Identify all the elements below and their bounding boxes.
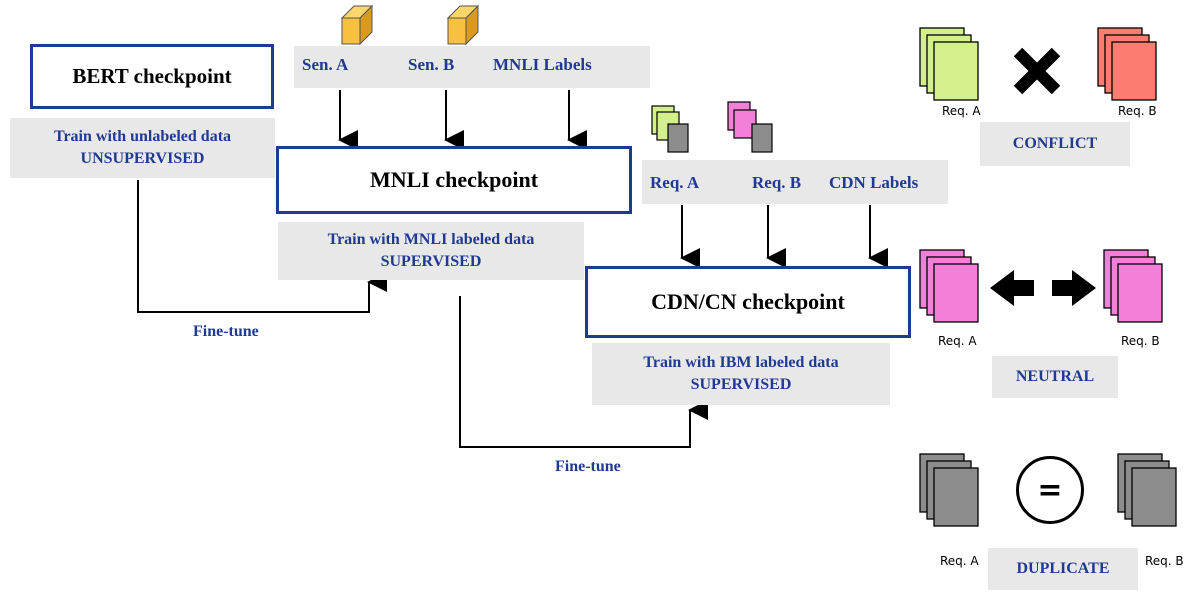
finetune-label-1: Fine-tune <box>193 323 259 340</box>
document-stack-icon <box>919 453 979 527</box>
neutral-req-a-icon <box>918 248 980 326</box>
conflict-category-label: CONFLICT <box>1012 135 1098 152</box>
cross-icon <box>1013 47 1061 95</box>
document-stack-icon <box>651 105 689 153</box>
mnli-input-labels: MNLI Labels <box>493 55 592 74</box>
cdn-inputs-bar <box>642 160 948 204</box>
document-stack-icon <box>1117 453 1177 527</box>
cdn-training-box: Train with IBM labeled data SUPERVISED <box>592 343 890 405</box>
cube-icon <box>446 4 480 46</box>
req-b-input-icon <box>726 100 774 154</box>
conflict-category: CONFLICT <box>980 122 1130 166</box>
conflict-req-b-icon <box>1096 26 1158 104</box>
bert-training-line-2: UNSUPERVISED <box>80 150 205 167</box>
bert-checkpoint-label: BERT checkpoint <box>72 64 232 88</box>
bidirectional-arrow-icon <box>990 270 1096 306</box>
cdn-training-line-1: Train with IBM labeled data <box>643 354 839 371</box>
duplicate-req-b-label: Req. B <box>1145 554 1184 568</box>
equals-symbol: = <box>1037 472 1063 508</box>
cdn-input-req-a: Req. A <box>650 173 700 192</box>
mnli-training-line-2: SUPERVISED <box>380 253 482 270</box>
bert-checkpoint: BERT checkpoint <box>30 44 274 109</box>
document-stack-icon <box>1097 27 1157 101</box>
conflict-x-icon <box>1012 46 1062 96</box>
bert-training-line-1: Train with unlabeled data <box>53 128 232 145</box>
duplicate-equals-icon: = <box>1016 456 1084 524</box>
document-stack-icon <box>727 101 773 153</box>
cdn-input-labels: CDN Labels <box>829 173 919 192</box>
cdn-input-req-b: Req. B <box>752 173 802 192</box>
document-stack-icon <box>919 249 979 323</box>
duplicate-req-a-label: Req. A <box>940 554 979 568</box>
mnli-training-box: Train with MNLI labeled data SUPERVISED <box>278 222 584 280</box>
cube-icon <box>340 4 374 46</box>
cdn-checkpoint: CDN/CN checkpoint <box>585 266 911 338</box>
mnli-inputs-bar <box>294 46 650 88</box>
conflict-req-a-icon <box>918 26 980 104</box>
duplicate-req-a-icon <box>918 452 980 530</box>
mnli-input-sen-b: Sen. B <box>408 55 455 74</box>
mnli-input-sen-a: Sen. A <box>302 55 349 74</box>
sen-b-icon <box>446 4 480 46</box>
neutral-req-b-icon <box>1102 248 1164 326</box>
document-stack-icon <box>919 27 979 101</box>
finetune-connector-2 <box>459 296 708 448</box>
finetune-connector-1 <box>137 180 387 313</box>
neutral-arrows-icon <box>990 268 1096 308</box>
document-stack-icon <box>1103 249 1163 323</box>
req-a-input-icon <box>650 104 690 154</box>
neutral-req-b-label: Req. B <box>1121 334 1160 348</box>
bert-training-box: Train with unlabeled data UNSUPERVISED <box>10 118 275 178</box>
duplicate-category: DUPLICATE <box>988 548 1138 590</box>
neutral-category: NEUTRAL <box>992 356 1118 398</box>
mnli-training-line-1: Train with MNLI labeled data <box>327 231 535 248</box>
conflict-req-a-label: Req. A <box>942 104 981 118</box>
finetune-label-2: Fine-tune <box>555 458 621 475</box>
cdn-training-line-2: SUPERVISED <box>690 376 792 393</box>
mnli-checkpoint-label: MNLI checkpoint <box>369 167 539 192</box>
duplicate-req-b-icon <box>1116 452 1178 530</box>
cdn-checkpoint-label: CDN/CN checkpoint <box>651 289 845 314</box>
sen-a-icon <box>340 4 374 46</box>
conflict-req-b-label: Req. B <box>1118 104 1157 118</box>
mnli-checkpoint: MNLI checkpoint <box>276 146 632 214</box>
neutral-req-a-label: Req. A <box>938 334 977 348</box>
duplicate-category-label: DUPLICATE <box>1016 560 1110 577</box>
neutral-category-label: NEUTRAL <box>1015 368 1095 385</box>
